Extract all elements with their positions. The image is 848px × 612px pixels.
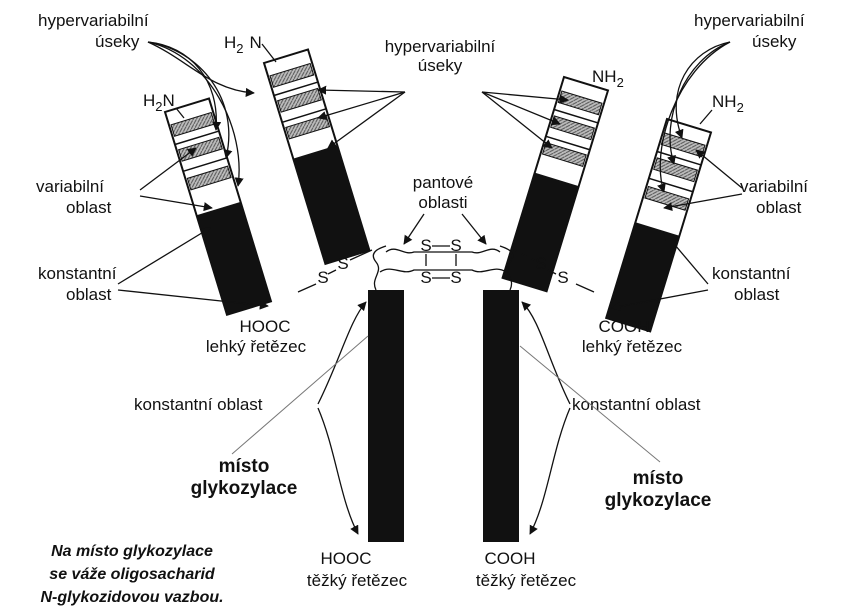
- note-line-1: Na místo glykozylace: [51, 543, 213, 560]
- light-heavy-bond-left: [298, 284, 316, 292]
- hinge-lower-bond: [380, 269, 506, 272]
- ss-left-2: S: [337, 254, 348, 273]
- constant-region: [197, 202, 271, 315]
- hypervariable-right-label: hypervariabilní: [694, 11, 805, 30]
- nh2-right-label: NH2: [700, 92, 744, 124]
- useky-center-label: úseky: [418, 56, 463, 75]
- variable-right-label-2: oblast: [756, 198, 802, 217]
- constant-left-label-2: oblast: [66, 285, 112, 304]
- heavy-chain-left-label: těžký řetězec: [307, 571, 408, 590]
- hinge-label: pantové: [413, 173, 474, 192]
- hinge-left-connector: [373, 246, 386, 290]
- constant-heavy-left-label: konstantní oblast: [134, 395, 263, 414]
- constant-region: [293, 145, 369, 264]
- svg-text:NH2: NH2: [712, 92, 744, 115]
- glyco-right-label-2: glykozylace: [605, 490, 712, 511]
- glyco-right-label: místo: [633, 468, 684, 489]
- light-chain-left-outer: [165, 99, 271, 315]
- useky-right-label: úseky: [752, 32, 797, 51]
- ss-hinge-1: S: [420, 236, 431, 255]
- constant-region: [606, 222, 679, 331]
- variable-left-label: variabilní: [36, 177, 104, 196]
- hypervariable-left-label: hypervariabilní: [38, 11, 149, 30]
- constant-right-label-2: oblast: [734, 285, 780, 304]
- hooc-light-label: HOOC: [240, 317, 291, 336]
- variable-right-label: variabilní: [740, 177, 808, 196]
- ss-left-1: S: [317, 268, 328, 287]
- light-chain-right-inner: [503, 77, 608, 291]
- light-chain-right-label: lehký řetězec: [582, 337, 683, 356]
- ss-right-1: S: [557, 268, 568, 287]
- light-chain-left-inner: [264, 50, 369, 264]
- heavy-chain-right-label: těžký řetězec: [476, 571, 577, 590]
- glyco-left-label-2: glykozylace: [191, 478, 298, 499]
- light-chain-left-label: lehký řetězec: [206, 337, 307, 356]
- cooh-light-label: COOH: [599, 317, 650, 336]
- ss-hinge-2: S: [450, 236, 461, 255]
- hinge-label-2: oblasti: [418, 193, 467, 212]
- constant-left-label: konstantní: [38, 264, 117, 283]
- useky-left-label: úseky: [95, 32, 140, 51]
- glyco-left-label: místo: [219, 456, 270, 477]
- constant-right-label: konstantní: [712, 264, 791, 283]
- light-heavy-bond-right: [576, 284, 594, 292]
- heavy-chain-right: [483, 290, 519, 542]
- svg-text:H2N: H2N: [224, 33, 262, 56]
- ss-right-2: S: [535, 254, 546, 273]
- hinge-upper-bond: [386, 249, 500, 253]
- cooh-heavy-label: COOH: [485, 549, 536, 568]
- hypervariable-center-label: hypervariabilní: [385, 37, 496, 56]
- note-line-3: N-glykozidovou vazbou.: [40, 589, 223, 606]
- variable-left-label-2: oblast: [66, 198, 112, 217]
- note-line-2: se váže oligosacharid: [49, 566, 216, 583]
- heavy-chain-left: [368, 290, 404, 542]
- ss-hinge-3: S: [420, 268, 431, 287]
- hooc-heavy-label: HOOC: [321, 549, 372, 568]
- ss-hinge-4: S: [450, 268, 461, 287]
